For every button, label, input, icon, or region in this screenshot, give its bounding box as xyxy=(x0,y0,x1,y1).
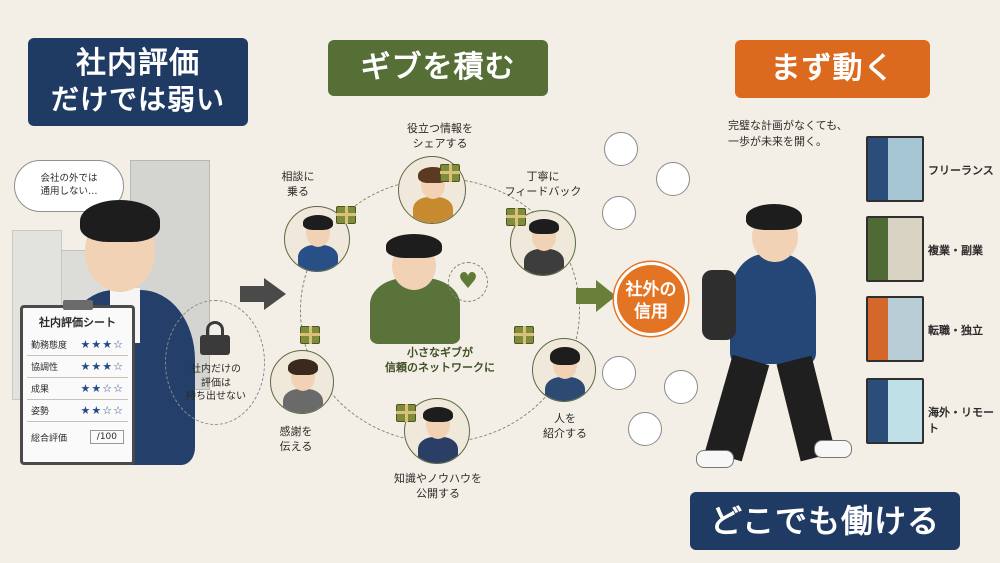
left-banner-line1: 社内評価 xyxy=(76,46,200,81)
sheet-total-row: 総合評価 /100 xyxy=(27,426,128,448)
label-center: 小さなギブが 信頼のネットワークに xyxy=(385,346,495,374)
label-publish: 知識やノウハウを 公開する xyxy=(394,472,482,500)
sheet-rows: 勤務態度 ★★★☆ 協調性 ★★★☆ 成果 ★★☆☆ 姿勢 ★★☆☆ xyxy=(27,334,128,422)
thought-text: 会社の外では 通用しない… xyxy=(40,173,98,197)
node-share xyxy=(398,156,466,224)
sheet-total-value: /100 xyxy=(89,430,124,444)
star-rating-icon: ★★★☆ xyxy=(80,360,124,373)
evaluation-sheet: 社内評価シート 勤務態度 ★★★☆ 協調性 ★★★☆ 成果 ★★☆☆ 姿勢 ★★☆☆ 総合評価… xyxy=(20,300,135,465)
star-rating-icon: ★★☆☆ xyxy=(80,404,124,417)
clipboard-clip xyxy=(63,300,93,310)
gift-icon xyxy=(336,206,356,224)
door-label-independence: 転職・独立 xyxy=(928,324,983,337)
door-label-freelance: フリーランス xyxy=(928,164,994,177)
door-label-side-job: 複業・副業 xyxy=(928,244,983,257)
gift-icon xyxy=(300,326,320,344)
left-banner-line2: だけでは弱い xyxy=(50,83,225,116)
lock-text: 社内だけの 評価は 持ち出せない xyxy=(186,364,246,402)
sheet-row: 協調性 ★★★☆ xyxy=(27,356,128,378)
sheet-row-label: 勤務態度 xyxy=(31,341,68,351)
label-introduce: 人を 紹介する xyxy=(543,412,587,440)
quote-text: 完璧な計画がなくても、 一歩が未来を開く。 xyxy=(728,119,848,148)
sheet-row: 姿勢 ★★☆☆ xyxy=(27,400,128,422)
left-banner: 社内評価 だけでは弱い xyxy=(28,38,248,126)
right-banner: まず動く xyxy=(735,40,930,98)
star-rating-icon: ★★★☆ xyxy=(80,338,124,351)
lock-bubble: 社内だけの 評価は 持ち出せない xyxy=(165,300,265,425)
gift-icon xyxy=(440,164,460,182)
label-share: 役立つ情報を シェアする xyxy=(407,122,473,150)
heart-icon: ♥ xyxy=(448,262,488,302)
node-introduce xyxy=(532,338,596,402)
sheet-row: 成果 ★★☆☆ xyxy=(27,378,128,400)
label-consult: 相談に 乗る xyxy=(281,170,315,198)
node-thanks xyxy=(270,350,334,414)
door-remote xyxy=(866,378,924,444)
sheet-row-label: 協調性 xyxy=(31,363,59,373)
sheet-title: 社内評価シート xyxy=(39,316,116,329)
door-independence xyxy=(866,296,924,362)
label-feedback: 丁寧に フィードバック xyxy=(504,170,582,198)
label-thanks: 感謝を 伝える xyxy=(279,425,313,453)
gift-icon xyxy=(514,326,534,344)
thought-bubble: 会社の外では 通用しない… xyxy=(14,160,124,212)
sheet-row-label: 姿勢 xyxy=(31,407,50,417)
door-side-job xyxy=(866,216,924,282)
lock-icon xyxy=(200,321,230,355)
gift-icon xyxy=(396,404,416,422)
door-label-remote: 海外・リモート xyxy=(928,406,994,435)
door-freelance xyxy=(866,136,924,202)
credit-text: 社外の 信用 xyxy=(625,280,677,322)
sheet-row-label: 成果 xyxy=(31,385,50,395)
credit-circle: 社外の 信用 xyxy=(614,262,688,336)
bottom-banner: どこでも働ける xyxy=(690,492,960,550)
star-rating-icon: ★★☆☆ xyxy=(80,382,124,395)
gift-icon xyxy=(506,208,526,226)
middle-banner: ギブを積む xyxy=(328,40,548,96)
sheet-row: 勤務態度 ★★★☆ xyxy=(27,334,128,356)
sheet-total-label: 総合評価 xyxy=(31,433,68,444)
